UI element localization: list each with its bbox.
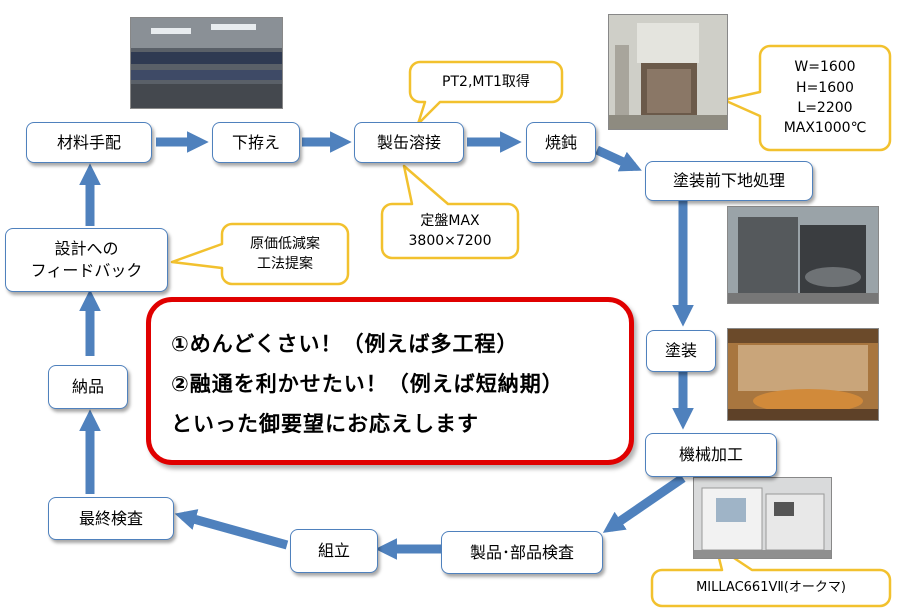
node-welding[interactable]: 製缶溶接 [354, 122, 464, 163]
arrow-assembly-final [174, 509, 289, 550]
node-final-inspection[interactable]: 最終検査 [48, 497, 174, 540]
message-line-2: ②融通を利かせたい！（例えば短納期） [171, 372, 564, 396]
node-material-procurement[interactable]: 材料手配 [26, 122, 152, 163]
arrow-annealing-pretreatment [595, 145, 642, 172]
callout-surface-plate: 定盤MAX 3800×7200 [408, 212, 492, 249]
machining-center-photo [693, 477, 832, 559]
arrow-machining-inspection [602, 474, 686, 533]
node-painting[interactable]: 塗装 [646, 330, 716, 372]
node-design-feedback[interactable]: 設計への フィードバック [5, 228, 168, 292]
request-message-box: ①めんどくさい！（例えば多工程） ②融通を利かせたい！（例えば短納期） といった… [146, 297, 634, 465]
furnace-photo [608, 14, 728, 130]
callout-furnace-spec: W=1600 H=1600 L=2200 MAX1000℃ [783, 59, 867, 137]
callout-cost-reduction: 原価低減案 工法提案 [250, 235, 320, 272]
message-line-3: といった御要望にお応えします [171, 412, 479, 436]
callout-furnace-shape [722, 44, 892, 152]
node-annealing[interactable]: 焼鈍 [526, 122, 596, 163]
callout-machine-shape [650, 544, 892, 608]
callout-certification: PT2,MT1取得 [442, 73, 530, 90]
node-delivery[interactable]: 納品 [48, 365, 128, 409]
callout-certification-shape [408, 60, 564, 126]
blast-booth-photo [727, 206, 879, 304]
node-machining[interactable]: 機械加工 [645, 433, 777, 477]
callout-machine: MILLAC661ⅤⅡ(オークマ) [696, 579, 846, 595]
callout-surface-plate-shape [380, 164, 520, 260]
crane-photo [130, 17, 283, 109]
node-parts-inspection[interactable]: 製品･部品検査 [441, 531, 603, 574]
paint-booth-photo [727, 328, 879, 421]
node-assembly[interactable]: 組立 [290, 529, 378, 573]
node-marking[interactable]: 下拵え [212, 122, 300, 163]
callout-cost-reduction-shape [170, 222, 350, 286]
node-pretreatment[interactable]: 塗装前下地処理 [645, 161, 813, 201]
message-line-1: ①めんどくさい！（例えば多工程） [171, 332, 519, 356]
